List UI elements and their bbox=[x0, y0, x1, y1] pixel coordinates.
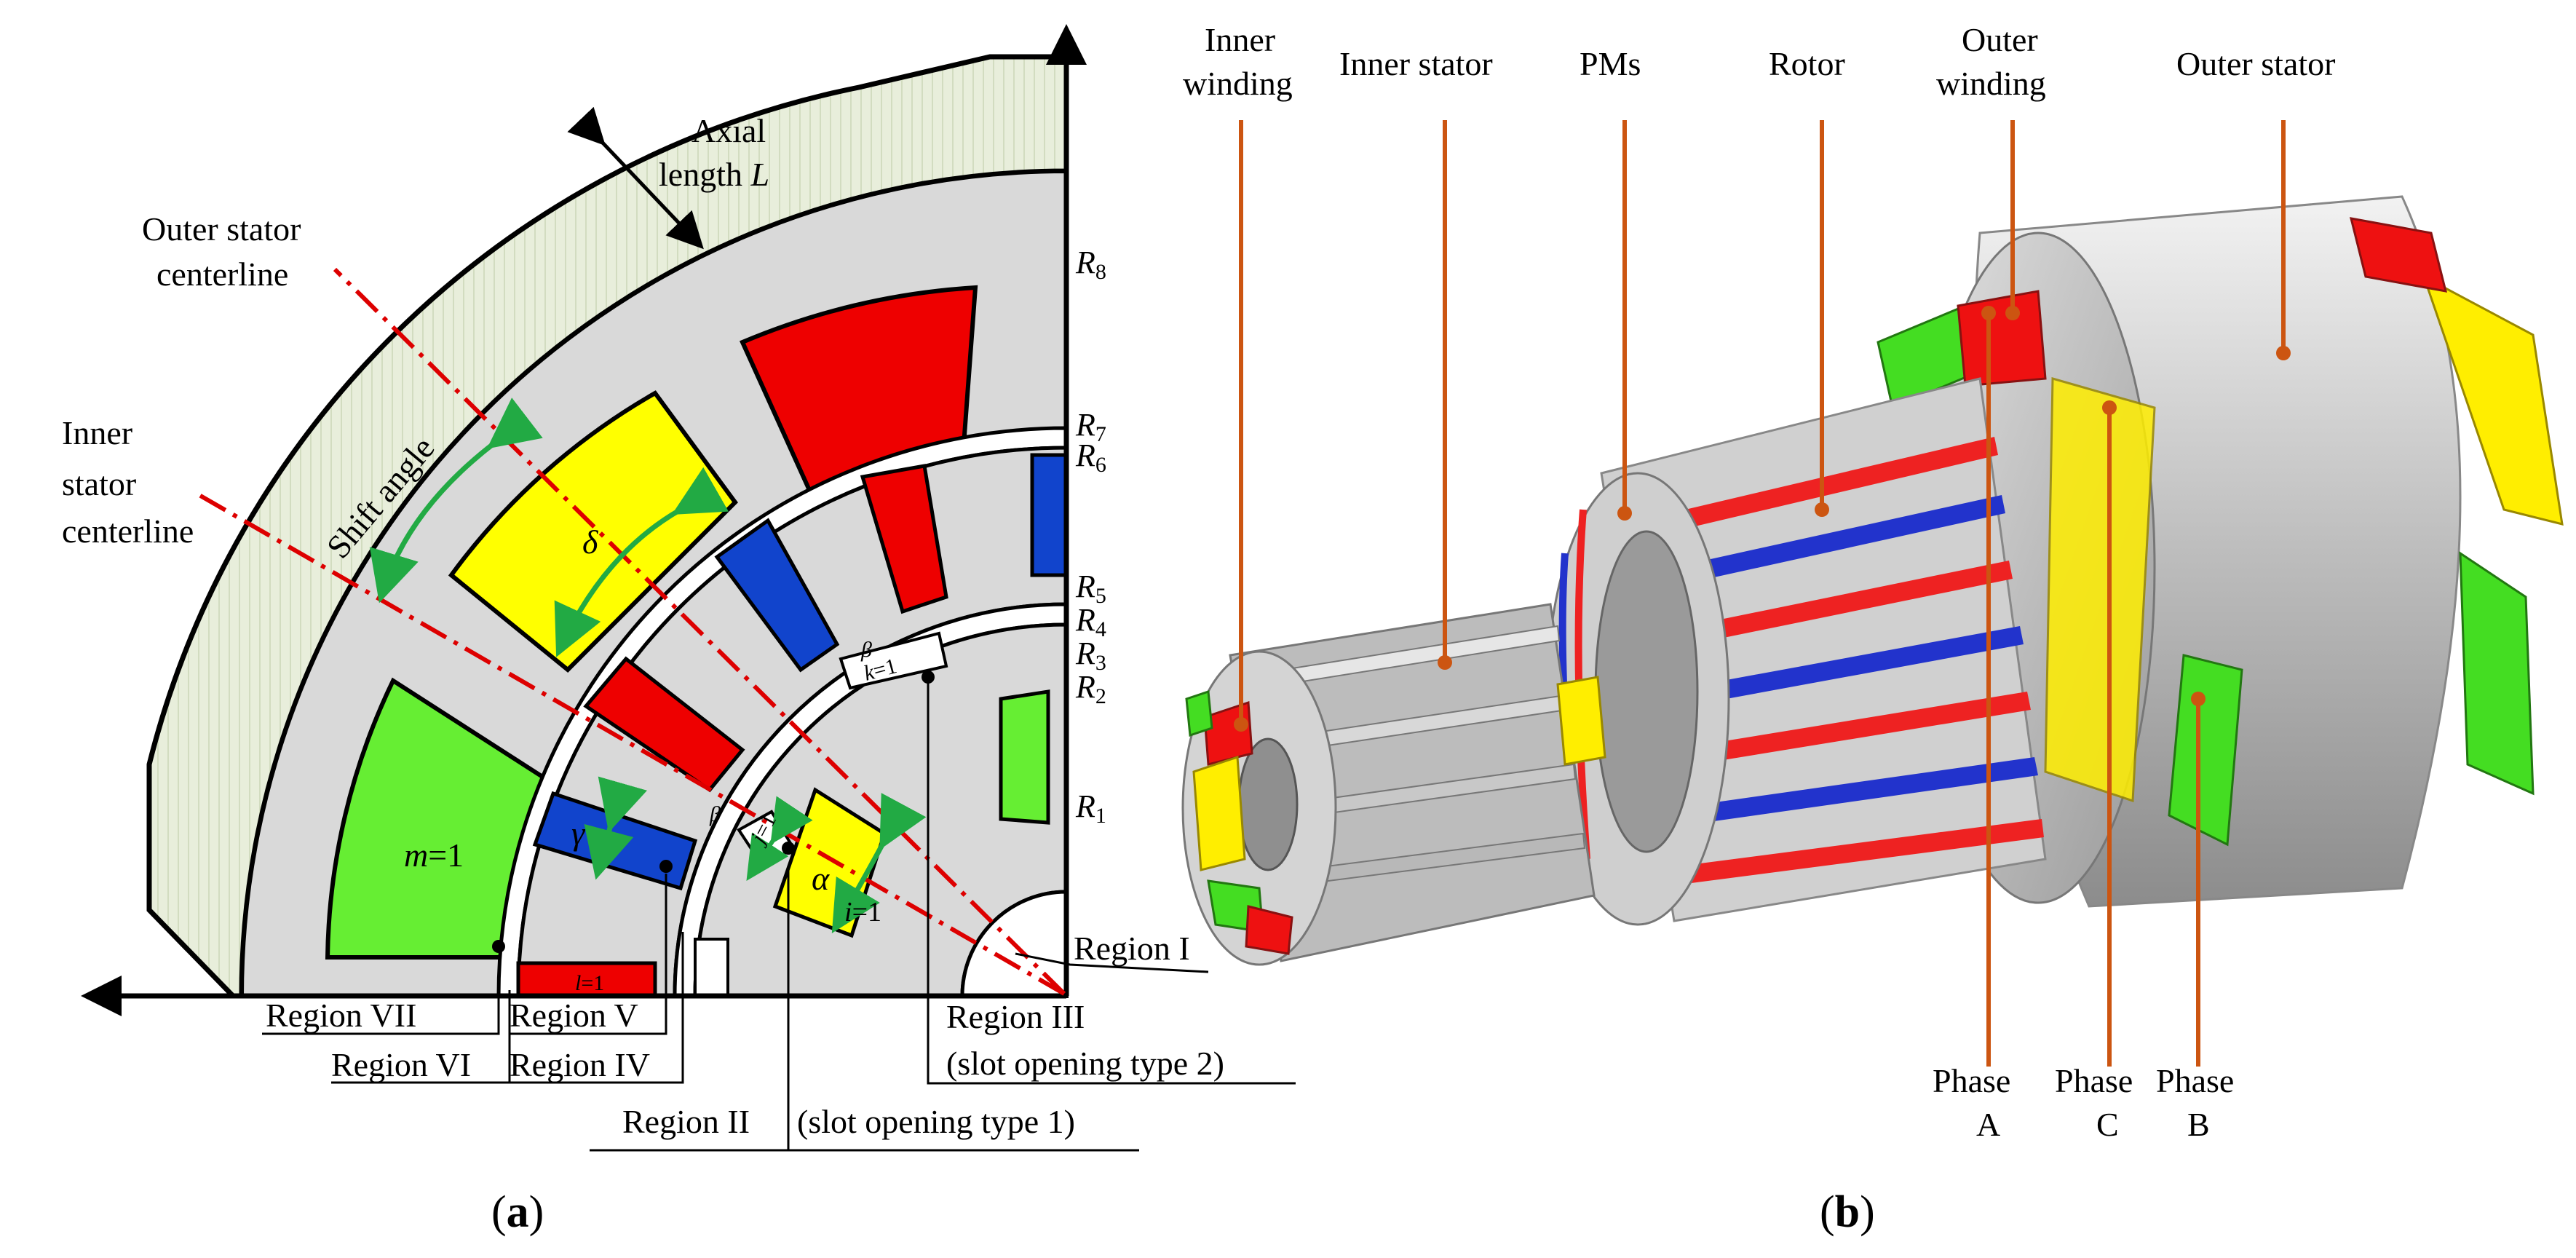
outer-winding-yellow-2 bbox=[2044, 377, 2156, 803]
outer-winding-green bbox=[2459, 551, 2535, 796]
alpha-symbol: α bbox=[812, 860, 830, 897]
outer-winding-yellow bbox=[2422, 274, 2564, 526]
gamma-arrow bbox=[584, 776, 648, 880]
region-2-label: Region II bbox=[622, 1103, 750, 1140]
radius-r6: R6 bbox=[1075, 438, 1106, 477]
caption-a: (a) bbox=[491, 1187, 544, 1237]
outer-stator-label: Outer stator bbox=[2176, 45, 2335, 82]
panel-b-exploded-view: Inner winding Inner stator PMs Rotor Out… bbox=[1181, 21, 2564, 1237]
pms-label: PMs bbox=[1580, 45, 1641, 82]
inner-winding-yellow bbox=[1192, 755, 1246, 871]
outer-winding-label-2: winding bbox=[1936, 65, 2046, 102]
phase-c-label-2: C bbox=[2096, 1106, 2119, 1143]
outer-centerline-label-2: centerline bbox=[156, 256, 288, 293]
beta-symbol-2: β bbox=[860, 638, 872, 662]
delta-symbol: δ bbox=[582, 523, 598, 561]
region-3-note: (slot opening type 2) bbox=[946, 1045, 1224, 1082]
beta-arrow bbox=[746, 796, 813, 882]
l-index: l=1 bbox=[575, 971, 604, 995]
region-3-label: Region III bbox=[946, 998, 1085, 1035]
slot-opening-2 bbox=[839, 631, 948, 690]
radius-r5: R5 bbox=[1075, 569, 1106, 608]
panel-a-cross-section: Axial length L Outer stator centerline I… bbox=[62, 24, 1296, 1237]
slot-green-inner bbox=[999, 689, 1050, 825]
inner-winding-yellow-2 bbox=[1556, 676, 1606, 766]
i-index: i=1 bbox=[844, 897, 881, 927]
inner-winding-red-2 bbox=[1245, 905, 1293, 955]
outer-winding-label-1: Outer bbox=[1962, 21, 2038, 58]
radius-r2: R2 bbox=[1075, 669, 1106, 708]
outer-winding-red-2 bbox=[1957, 290, 2047, 387]
shift-angle-arrow bbox=[369, 397, 543, 604]
rotor-bore bbox=[1594, 530, 1699, 853]
leader-dot-r2 bbox=[782, 842, 795, 855]
radius-labels: R8 R7 R6 R5 R4 R3 R2 R1 bbox=[1075, 245, 1106, 828]
inner-winding-label-1: Inner bbox=[1205, 21, 1275, 58]
rotor-stripes bbox=[1623, 437, 2044, 885]
region-6-label: Region VI bbox=[331, 1046, 471, 1083]
phase-a-label-2: A bbox=[1976, 1106, 2000, 1143]
inner-stator-bore bbox=[1237, 737, 1299, 871]
inner-winding-green-2 bbox=[1185, 689, 1213, 737]
caption-b: (b) bbox=[1820, 1187, 1875, 1237]
radius-r1: R1 bbox=[1075, 788, 1106, 828]
rotor-label: Rotor bbox=[1769, 45, 1845, 82]
radius-r3: R3 bbox=[1075, 636, 1106, 675]
phase-b-label-1: Phase bbox=[2156, 1062, 2234, 1099]
pm-blue-1 bbox=[1030, 453, 1069, 577]
radius-r4: R4 bbox=[1075, 602, 1106, 641]
leader-dot-r7 bbox=[492, 940, 505, 953]
region-2-note: (slot opening type 1) bbox=[797, 1103, 1075, 1140]
inner-winding-label-2: winding bbox=[1183, 65, 1293, 102]
region-leaders bbox=[262, 677, 1296, 1152]
component-leaders bbox=[1239, 120, 2286, 1067]
pm-blue-2 bbox=[714, 518, 840, 673]
radius-r7: R7 bbox=[1075, 407, 1106, 446]
beta-symbol-1: β bbox=[709, 802, 721, 826]
axial-length-arrow bbox=[567, 106, 704, 250]
alpha-arrow bbox=[831, 793, 927, 934]
inner-stator-label: Inner stator bbox=[1339, 45, 1493, 82]
gamma-symbol: γ bbox=[571, 815, 586, 852]
pm-red-2 bbox=[583, 656, 745, 793]
axial-length-label-1: Axial bbox=[691, 112, 766, 149]
pm-red-1 bbox=[860, 464, 948, 614]
phase-b-label-2: B bbox=[2187, 1106, 2210, 1143]
outer-winding-green-3 bbox=[2168, 654, 2243, 847]
slot-opening-3 bbox=[694, 938, 729, 997]
leader-dot-r5 bbox=[659, 860, 673, 873]
inner-centerline-label-1: Inner bbox=[62, 414, 132, 451]
inner-centerline-label-3: centerline bbox=[62, 513, 194, 550]
phase-c-label-1: Phase bbox=[2055, 1062, 2133, 1099]
outer-centerline-label-1: Outer stator bbox=[142, 210, 301, 248]
region-7-label: Region VII bbox=[266, 997, 416, 1034]
slot-green-outer bbox=[325, 677, 549, 960]
region-1-label: Region I bbox=[1074, 930, 1190, 967]
inner-centerline-label-2: stator bbox=[62, 465, 136, 502]
phase-a-label-1: Phase bbox=[1933, 1062, 2010, 1099]
m-index: m=1 bbox=[404, 836, 464, 874]
delta-arrow bbox=[554, 467, 729, 657]
leader-dot-r3 bbox=[922, 670, 935, 684]
region-5-label: Region V bbox=[510, 997, 638, 1034]
region-4-label: Region IV bbox=[510, 1046, 650, 1083]
axial-length-label-2: length L bbox=[659, 156, 769, 193]
outer-winding-red bbox=[2349, 217, 2448, 293]
radius-r8: R8 bbox=[1075, 245, 1106, 284]
leader-dots bbox=[1234, 306, 2291, 732]
